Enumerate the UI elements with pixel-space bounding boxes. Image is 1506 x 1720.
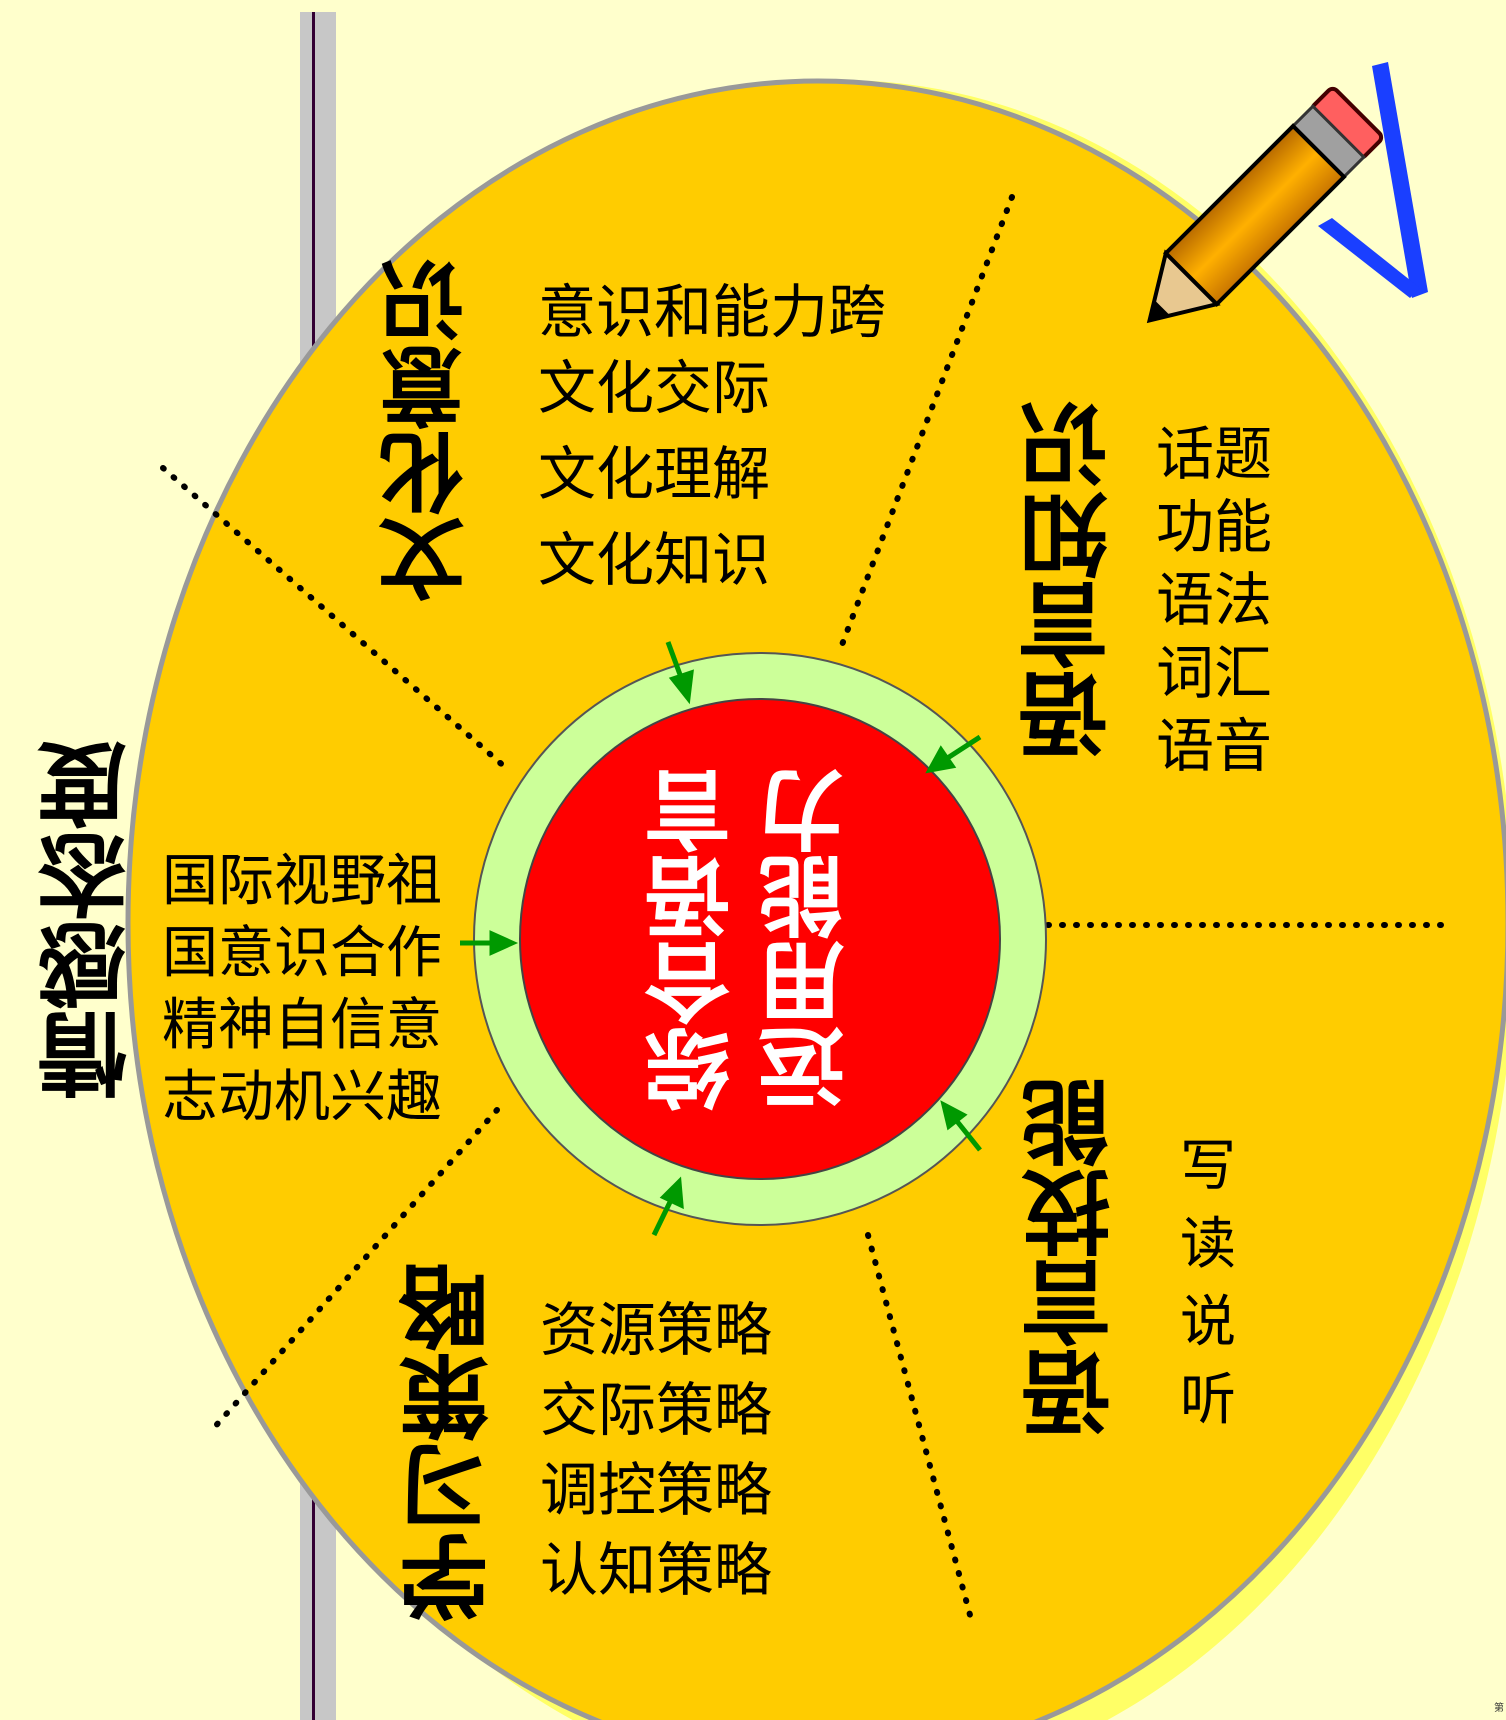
arrow-from-attitude	[460, 930, 519, 956]
checkmark-icon	[1318, 62, 1428, 298]
skills-item-3: 说	[1180, 1290, 1236, 1355]
knowledge-item-2: 功能	[1156, 493, 1273, 561]
section-title-knowledge: 语言知识	[1019, 400, 1124, 760]
divider-strategy-attitude	[209, 1107, 500, 1433]
knowledge-item-1: 话题	[1156, 420, 1273, 488]
culture-item-3: 文化理解	[538, 440, 771, 508]
section-title-culture: 文化意识	[380, 258, 480, 602]
arrow-from-strategy	[651, 1176, 684, 1237]
culture-item-4: 文化知识	[538, 526, 771, 594]
culture-items: 意识和能力跨 文化交际 文化理解 文化知识	[538, 274, 886, 598]
center-label-line2: 运用能力	[760, 768, 860, 1112]
divider-culture-knowledge	[837, 194, 1015, 653]
culture-item-1: 意识和能力跨	[538, 278, 887, 346]
pencil-icon	[1146, 86, 1384, 324]
knowledge-item-5: 语音	[1156, 712, 1273, 780]
center-label-line1: 综合语言	[646, 768, 746, 1112]
section-title-skills: 语言技能	[1022, 1078, 1127, 1438]
section-title-attitude: 情感态度	[38, 740, 143, 1100]
attitude-item-1: 国际视野祖	[162, 849, 442, 914]
attitude-item-4: 志动机兴趣	[162, 1065, 442, 1130]
strategy-items: 资源策略 交际策略 调控策略 认知策略	[540, 1290, 772, 1610]
core-circle	[519, 698, 1001, 1180]
section-dividers	[160, 194, 1455, 1618]
strategy-item-3: 调控策略	[540, 1456, 773, 1524]
strategy-item-2: 交际策略	[540, 1376, 773, 1444]
arrow-from-knowledge	[925, 734, 982, 774]
knowledge-items: 话题 功能 语法 词汇 语音	[1156, 418, 1272, 783]
skills-item-4: 听	[1180, 1368, 1236, 1433]
page-corner-mark: 第	[1494, 1703, 1504, 1714]
skills-item-1: 写	[1180, 1134, 1236, 1199]
arrow-from-skills	[940, 1100, 982, 1152]
attitude-items: 国际视野祖 国意识合作 精神自信意 志动机兴趣	[162, 846, 442, 1134]
strategy-item-4: 认知策略	[540, 1536, 773, 1604]
divider-skills-strategy	[865, 1232, 973, 1618]
section-title-strategy: 学习策略	[400, 1262, 505, 1622]
divider-culture-attitude	[160, 465, 509, 771]
skills-items: 写 读 说 听	[1180, 1128, 1236, 1440]
arrow-from-culture	[665, 641, 694, 705]
strategy-item-1: 资源策略	[540, 1296, 773, 1364]
attitude-item-2: 国意识合作	[162, 921, 442, 986]
attitude-item-3: 精神自信意	[162, 993, 442, 1058]
knowledge-item-4: 词汇	[1156, 639, 1273, 707]
skills-item-2: 读	[1180, 1212, 1236, 1277]
knowledge-item-3: 语法	[1156, 566, 1273, 634]
input-arrows	[460, 641, 982, 1237]
culture-item-2: 文化交际	[538, 354, 771, 422]
